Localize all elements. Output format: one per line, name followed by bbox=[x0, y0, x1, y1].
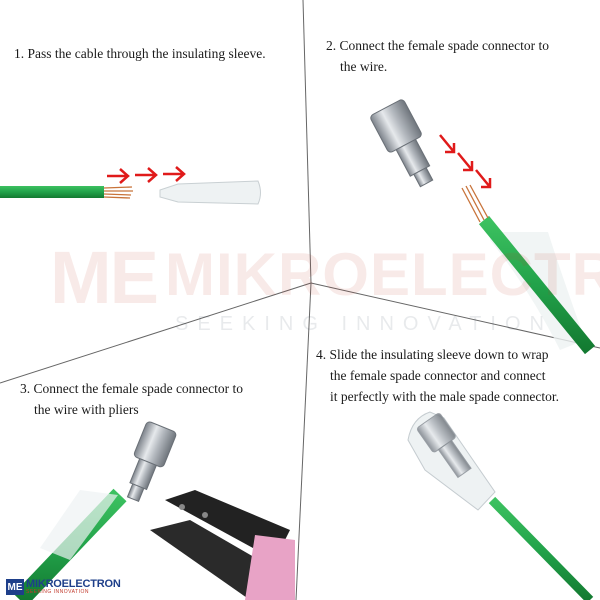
wire-4 bbox=[488, 496, 594, 600]
step-4-number: 4. bbox=[316, 347, 327, 362]
arrows-1 bbox=[107, 166, 186, 184]
step-1-number: 1. bbox=[14, 46, 25, 61]
insulating-sleeve-3 bbox=[40, 490, 118, 560]
logo-mark: ME bbox=[6, 579, 24, 595]
wire-1 bbox=[0, 186, 104, 198]
divider-left bbox=[0, 282, 312, 384]
panel-4-illustration bbox=[407, 411, 594, 600]
step-3-instruction: 3. Connect the female spade connector to… bbox=[20, 378, 290, 420]
female-spade-connector-4 bbox=[417, 413, 472, 479]
step-4-instruction: 4. Slide the insulating sleeve down to w… bbox=[316, 344, 596, 407]
logo-text: MIKROELECTRON SEEKING INNOVATION bbox=[26, 579, 121, 595]
panel-1-illustration bbox=[0, 166, 261, 205]
brand-logo: ME MIKROELECTRON SEEKING INNOVATION bbox=[6, 577, 121, 597]
step-2-instruction: 2. Connect the female spade connector to… bbox=[326, 35, 586, 77]
female-spade-connector-2 bbox=[370, 99, 434, 188]
logo-brand: MIKROELECTRON bbox=[26, 578, 121, 590]
insulating-sleeve-1 bbox=[159, 180, 261, 205]
step-4-line-2: the female spade connector and connect bbox=[330, 368, 546, 383]
step-3-line-1: Connect the female spade connector to bbox=[33, 381, 244, 396]
step-1-instruction: 1. Pass the cable through the insulating… bbox=[14, 43, 304, 64]
step-3-line-2: the wire with pliers bbox=[34, 402, 139, 417]
step-4-line-3: it perfectly with the male spade connect… bbox=[330, 389, 560, 404]
copper-strands-1 bbox=[103, 186, 133, 199]
step-1-line-1: Pass the cable through the insulating sl… bbox=[27, 46, 266, 61]
female-spade-connector-3 bbox=[126, 421, 177, 502]
panel-2-illustration bbox=[370, 99, 596, 355]
crimping-pliers bbox=[150, 490, 295, 600]
pliers-handle-grip bbox=[245, 535, 295, 600]
wire-2 bbox=[478, 215, 596, 355]
step-2-number: 2. bbox=[326, 38, 337, 53]
divider-right bbox=[310, 282, 600, 349]
divider-lower bbox=[295, 282, 312, 600]
step-2-line-1: Connect the female spade connector to bbox=[339, 38, 550, 53]
arrows-2 bbox=[439, 134, 492, 189]
logo-tagline: SEEKING INNOVATION bbox=[26, 589, 89, 595]
copper-strands-2 bbox=[461, 184, 489, 223]
divider-vertical bbox=[302, 0, 312, 284]
step-3-number: 3. bbox=[20, 381, 31, 396]
panel-3-illustration bbox=[13, 421, 295, 600]
step-2-line-2: the wire. bbox=[340, 59, 388, 74]
step-4-line-1: Slide the insulating sleeve down to wrap bbox=[329, 347, 549, 362]
